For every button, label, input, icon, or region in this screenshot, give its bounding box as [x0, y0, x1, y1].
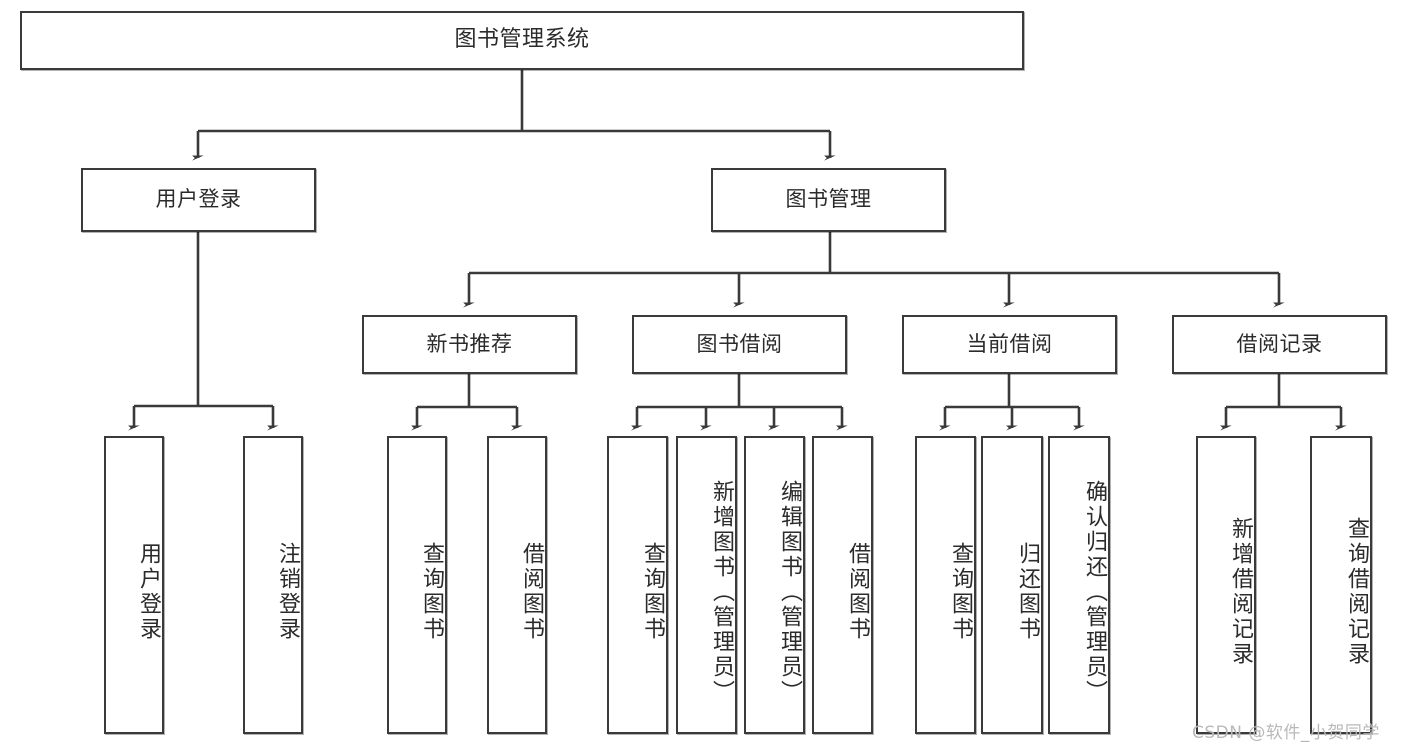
node-book-borrow-label: 图书借阅 — [696, 331, 783, 356]
node-book-borrow[interactable]: 图书借阅 — [632, 315, 847, 374]
leaf-add-borrow-record[interactable]: 新增借阅记录 — [1196, 436, 1256, 734]
node-current-borrow-label: 当前借阅 — [966, 331, 1053, 356]
node-book-management-label: 图书管理 — [785, 187, 872, 212]
leaf-label: 归还图书 — [1015, 542, 1040, 642]
leaf-label: 借阅图书 — [519, 542, 544, 642]
node-user-login-label: 用户登录 — [155, 187, 242, 212]
node-new-book-recommend-label: 新书推荐 — [426, 331, 513, 356]
node-root-label: 图书管理系统 — [454, 27, 590, 53]
node-root[interactable]: 图书管理系统 — [20, 11, 1024, 70]
leaf-logout[interactable]: 注销登录 — [243, 436, 303, 734]
leaf-label: 查询图书 — [419, 542, 444, 642]
leaf-query-book-recommend[interactable]: 查询图书 — [387, 436, 447, 734]
leaf-label: 用户登录 — [136, 542, 161, 642]
leaf-query-borrow-record[interactable]: 查询借阅记录 — [1310, 436, 1372, 734]
leaf-user-login[interactable]: 用户登录 — [104, 436, 164, 734]
node-new-book-recommend[interactable]: 新书推荐 — [362, 315, 577, 374]
leaf-label: 编辑图书（管理员） — [777, 479, 802, 705]
leaf-borrow-book[interactable]: 借阅图书 — [812, 436, 873, 734]
leaf-confirm-return-admin[interactable]: 确认归还（管理员） — [1048, 436, 1110, 734]
leaf-label: 查询图书 — [640, 542, 665, 642]
leaf-label: 确认归还（管理员） — [1082, 479, 1107, 705]
leaf-label: 借阅图书 — [845, 542, 870, 642]
leaf-label: 查询借阅记录 — [1344, 517, 1369, 667]
leaf-edit-book-admin[interactable]: 编辑图书（管理员） — [744, 436, 805, 734]
leaf-query-book-current[interactable]: 查询图书 — [915, 436, 976, 734]
leaf-label: 新增图书（管理员） — [709, 479, 734, 705]
leaf-label: 查询图书 — [948, 542, 973, 642]
leaf-label: 注销登录 — [275, 542, 300, 642]
node-book-management[interactable]: 图书管理 — [711, 168, 946, 232]
leaf-return-book[interactable]: 归还图书 — [981, 436, 1043, 734]
leaf-add-book-admin[interactable]: 新增图书（管理员） — [676, 436, 737, 734]
node-borrow-record[interactable]: 借阅记录 — [1172, 315, 1387, 374]
node-current-borrow[interactable]: 当前借阅 — [902, 315, 1117, 374]
node-user-login[interactable]: 用户登录 — [81, 168, 316, 232]
csdn-watermark: CSDN @软件_小贺同学 — [1192, 723, 1380, 743]
leaf-label: 新增借阅记录 — [1228, 517, 1253, 667]
leaf-query-book-borrow[interactable]: 查询图书 — [607, 436, 668, 734]
leaf-borrow-book-recommend[interactable]: 借阅图书 — [487, 436, 547, 734]
node-borrow-record-label: 借阅记录 — [1236, 331, 1323, 356]
